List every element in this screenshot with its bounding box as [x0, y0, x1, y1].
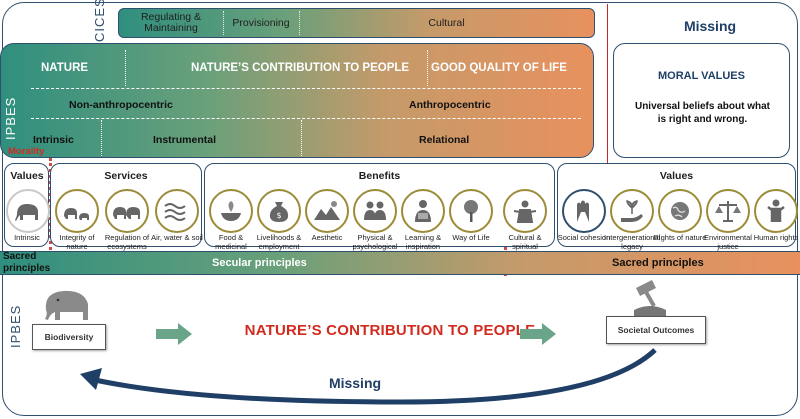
- item-label: Way of Life: [452, 233, 490, 242]
- feedback-arrow: [80, 348, 657, 405]
- elephant-family-icon: [64, 208, 89, 220]
- item-human-rights: [754, 189, 798, 233]
- header-ncp: NATURE’S CONTRIBUTION TO PEOPLE: [191, 62, 410, 74]
- item-regulation-of-ecosystems: [105, 189, 149, 233]
- item-label: Cultural & spiritual: [508, 233, 542, 251]
- hands-icon: [577, 200, 589, 222]
- item-label: Physical & psychological: [352, 233, 398, 251]
- svg-text:$: $: [276, 211, 281, 220]
- item-label: Air, water & soil: [151, 233, 203, 242]
- non-anthropocentric-label: Non-anthropocentric: [69, 99, 173, 111]
- intrinsic-label: Intrinsic: [33, 134, 74, 146]
- item-learning-inspiration: [401, 189, 445, 233]
- benefits-title: Benefits: [358, 170, 401, 182]
- cices-label: CICES: [92, 0, 107, 42]
- cices-divider: [299, 11, 300, 35]
- item-livelihoods: $: [257, 189, 301, 233]
- human-icon: [767, 199, 785, 222]
- sacred-principles-left: Sacred principles: [3, 251, 51, 274]
- item-air-water-soil: [155, 189, 199, 233]
- services-panel: Services Integrity of nature Regulation …: [50, 163, 203, 250]
- item-label: Intergenerational legacy: [604, 233, 661, 251]
- item-label: Rights of nature: [653, 233, 707, 242]
- instrumental-label: Instrumental: [153, 134, 217, 146]
- dashed-separator: [31, 118, 581, 119]
- moral-values-title: MORAL VALUES: [658, 70, 745, 82]
- globe-icon: [671, 202, 689, 220]
- values-left-title: Values: [10, 170, 44, 182]
- waves-icon: [164, 203, 186, 221]
- item-intergenerational-legacy: [610, 189, 654, 233]
- item-way-of-life: [449, 189, 493, 233]
- dotted-divider: [301, 120, 302, 156]
- item-label: Learning & inspiration: [404, 233, 442, 251]
- morality-label: Morality: [8, 146, 45, 157]
- item-integrity-of-nature: [55, 189, 99, 233]
- elephant-icon: [15, 204, 38, 221]
- item-physical-psychological: [353, 189, 397, 233]
- cices-segment-cultural: Cultural: [428, 16, 465, 29]
- dotted-divider: [101, 120, 102, 156]
- item-label: Environmental justice: [704, 233, 752, 251]
- item-label: Intrinsic: [14, 233, 40, 242]
- item-rights-of-nature: [658, 189, 702, 233]
- item-label: Food & medicinal: [215, 233, 247, 251]
- item-cultural-spiritual: [503, 189, 547, 233]
- red-divider-line: [607, 4, 608, 164]
- dotted-divider: [427, 50, 428, 86]
- relational-label: Relational: [419, 134, 470, 146]
- ipbes-framework-box: NATURE NATURE’S CONTRIBUTION TO PEOPLE G…: [0, 43, 594, 158]
- elephants-icon: [113, 207, 140, 219]
- tree-icon: [464, 200, 478, 222]
- moral-values-box: MORAL VALUES Universal beliefs about wha…: [613, 43, 790, 158]
- values-right-title: Values: [659, 170, 694, 182]
- item-label: Livelihoods & employment: [256, 233, 302, 251]
- cices-segment-provisioning: Provisioning: [232, 16, 290, 29]
- missing-bottom-label: Missing: [328, 375, 382, 391]
- people-icon: [364, 201, 386, 220]
- justice-gavel-icon: [634, 280, 666, 318]
- deity-icon: [513, 200, 537, 223]
- ipbes-top-label: IPBES: [3, 96, 18, 140]
- header-nature: NATURE: [41, 62, 89, 74]
- cices-segment-regulating: Regulating & Maintaining: [140, 11, 202, 34]
- money-bag-icon: $: [269, 202, 289, 222]
- biodiversity-box: Biodiversity: [32, 324, 106, 350]
- principles-bar: Sacred principles Secular principles Sac…: [0, 251, 800, 275]
- item-aesthetic: [305, 189, 349, 233]
- dashed-separator: [31, 88, 581, 89]
- cices-divider: [223, 11, 224, 35]
- item-environmental-justice: [706, 189, 750, 233]
- item-label: Integrity of nature: [59, 233, 95, 251]
- item-social-cohesion: [562, 189, 606, 233]
- item-label: Aesthetic: [311, 233, 343, 242]
- cices-bar: Regulating & Maintaining Provisioning Cu…: [118, 8, 595, 38]
- missing-top-label: Missing: [683, 18, 737, 34]
- item-label: Human rights: [753, 233, 799, 242]
- dotted-divider: [125, 50, 126, 86]
- scales-icon: [715, 201, 741, 222]
- item-food-medicinal: [209, 189, 253, 233]
- anthropocentric-label: Anthropocentric: [409, 99, 491, 111]
- arrow-right-icon: [520, 323, 556, 345]
- landscape-icon: [314, 201, 340, 220]
- item-label: Regulation of ecosystems: [104, 233, 150, 251]
- header-gqol: GOOD QUALITY OF LIFE: [431, 62, 567, 74]
- item-intrinsic: [6, 189, 50, 233]
- moral-values-description: Universal beliefs about what is right an…: [634, 101, 771, 125]
- values-left-panel: Values Intrinsic: [4, 163, 50, 247]
- item-label: Social cohesion: [557, 233, 611, 242]
- reader-icon: [415, 200, 431, 222]
- hand-sprout-icon: [621, 200, 643, 222]
- societal-outcomes-box: Societal Outcomes: [606, 316, 706, 344]
- sacred-principles-right: Sacred principles: [612, 257, 704, 269]
- secular-principles: Secular principles: [212, 257, 307, 269]
- services-title: Services: [104, 170, 148, 182]
- benefits-panel: Benefits Food & medicinal $ Livelihoods …: [204, 163, 555, 250]
- plant-bowl-icon: [221, 201, 241, 221]
- arrow-right-icon: [156, 323, 192, 345]
- ncp-bottom-title: NATURE’S CONTRIBUTION TO PEOPLE: [244, 322, 536, 339]
- values-right-panel: Values Social cohesion Intergenerational…: [557, 163, 798, 250]
- elephant-icon: [45, 290, 88, 320]
